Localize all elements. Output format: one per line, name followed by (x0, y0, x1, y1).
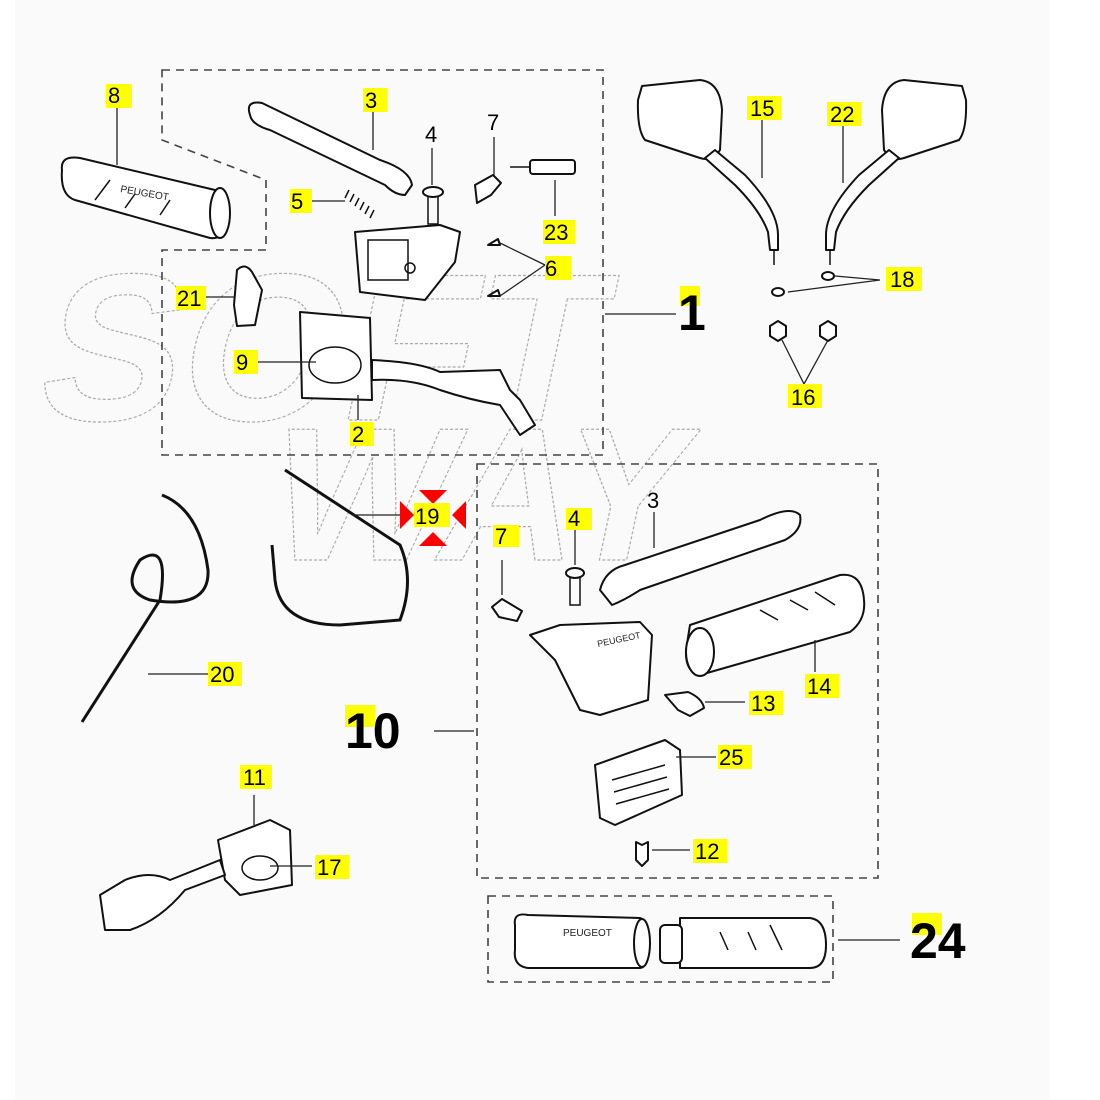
screw-upper[interactable] (422, 186, 444, 225)
callout-4a[interactable]: 4 (425, 122, 437, 147)
marker-left (400, 501, 414, 529)
screw-6a[interactable] (487, 238, 501, 246)
callouts: 8 3 4 7 5 23 6 21 9 2 1 15 22 18 16 19 3… (106, 83, 966, 969)
nut-16a[interactable] (769, 320, 787, 342)
callout-4b[interactable]: 4 (568, 506, 580, 531)
group-24-box (487, 895, 834, 983)
mirror-right[interactable] (825, 79, 968, 265)
grip-pair-right[interactable] (659, 917, 827, 969)
brake-lever-lower[interactable] (599, 510, 802, 606)
screw-lower[interactable] (565, 567, 585, 606)
callout-2[interactable]: 2 (352, 422, 364, 447)
group-10-box (476, 463, 879, 879)
callout-8[interactable]: 8 (108, 83, 120, 108)
callout-23[interactable]: 23 (544, 220, 568, 245)
callout-16[interactable]: 16 (791, 385, 815, 410)
washer-18a[interactable] (821, 271, 835, 281)
group-label-10[interactable]: 10 (345, 703, 401, 759)
spring-part[interactable] (344, 189, 375, 219)
callout-18[interactable]: 18 (890, 267, 914, 292)
callout-5[interactable]: 5 (291, 189, 303, 214)
master-cylinder-lower[interactable]: PEUGEOT (529, 621, 653, 716)
grip-left[interactable]: PEUGEOT (60, 156, 231, 240)
callout-3b[interactable]: 3 (647, 488, 659, 513)
marker-right (452, 501, 466, 529)
marker-top (419, 490, 447, 504)
selection-marker (400, 490, 466, 546)
callout-22[interactable]: 22 (830, 102, 854, 127)
switch-housing-left[interactable] (299, 311, 536, 436)
callout-15[interactable]: 15 (750, 96, 774, 121)
callout-19[interactable]: 19 (415, 504, 439, 529)
screw-6b[interactable] (487, 289, 501, 297)
callout-9[interactable]: 9 (236, 350, 248, 375)
callout-20[interactable]: 20 (210, 662, 234, 687)
nut-16b[interactable] (819, 320, 837, 342)
cable-20[interactable] (80, 493, 210, 723)
callout-12[interactable]: 12 (695, 839, 719, 864)
mirror-left[interactable] (636, 79, 779, 265)
callout-7a[interactable]: 7 (487, 110, 499, 135)
callout-17[interactable]: 17 (317, 855, 341, 880)
brake-lever-upper[interactable] (247, 101, 413, 196)
marker-bottom (419, 532, 447, 546)
washer-18b[interactable] (771, 287, 785, 297)
callout-3a[interactable]: 3 (365, 88, 377, 113)
callout-11[interactable]: 11 (243, 765, 266, 790)
screw-12[interactable] (635, 841, 649, 867)
cover-25[interactable] (594, 739, 683, 826)
grip-right[interactable] (684, 573, 866, 677)
group-label-24[interactable]: 24 (910, 913, 966, 969)
grip-pair-left[interactable]: PEUGEOT (513, 913, 651, 969)
callout-13[interactable]: 13 (751, 691, 775, 716)
grip24-brand-text: PEUGEOT (563, 928, 612, 939)
bolt-upper[interactable] (474, 174, 502, 204)
callout-25[interactable]: 25 (719, 745, 743, 770)
group-label-1[interactable]: 1 (678, 285, 706, 341)
callout-21[interactable]: 21 (177, 286, 201, 311)
part-13[interactable] (664, 691, 705, 717)
cable-19[interactable] (270, 468, 409, 627)
group-1-box (161, 69, 604, 456)
brake-switch[interactable] (510, 159, 576, 175)
callout-14[interactable]: 14 (807, 674, 831, 699)
switch-housing-right[interactable] (99, 819, 293, 931)
callout-7b[interactable]: 7 (495, 524, 507, 549)
master-cylinder-upper[interactable] (354, 224, 461, 301)
part-21[interactable] (233, 265, 263, 327)
callout-6[interactable]: 6 (545, 256, 557, 281)
leader-lines (116, 108, 900, 941)
bolt-lower[interactable] (491, 598, 523, 622)
